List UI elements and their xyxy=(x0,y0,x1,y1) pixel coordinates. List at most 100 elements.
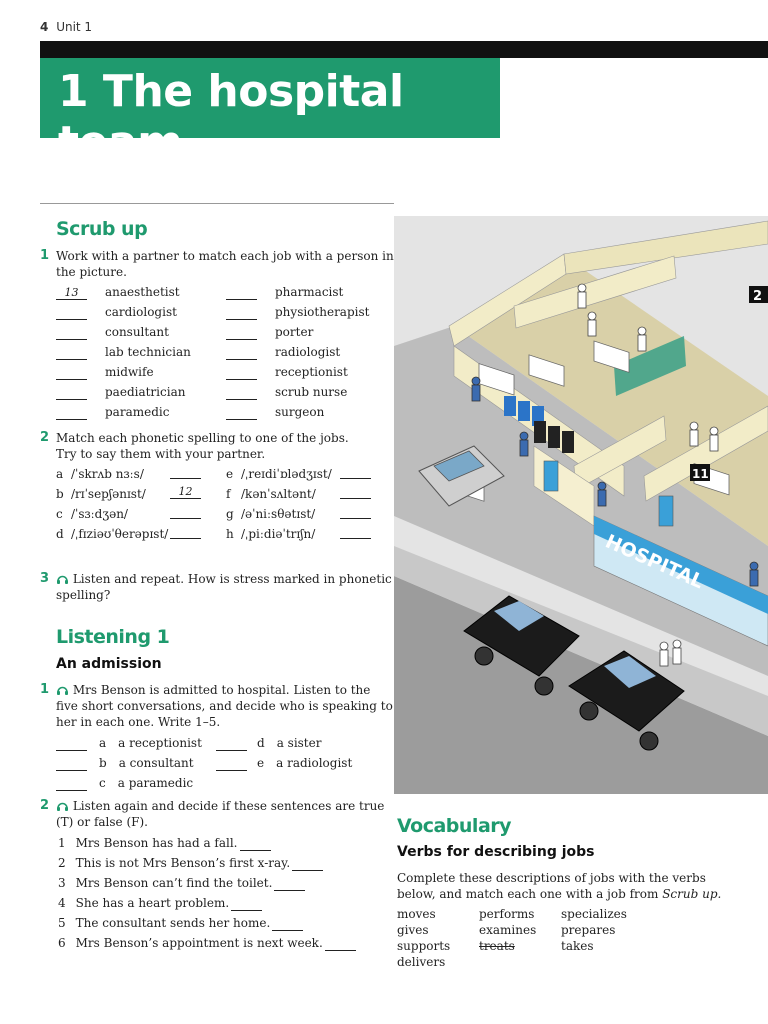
answer-blank[interactable] xyxy=(56,758,87,771)
job-row: midwife xyxy=(56,364,154,380)
phonetic-letter: g xyxy=(226,507,234,521)
item-number: 3 xyxy=(58,876,66,890)
job-row: scrub nurse xyxy=(226,384,347,400)
word: specializes xyxy=(561,907,627,921)
phonetic-text: /ˌfɪziəʊˈθerəpɪst/ xyxy=(71,527,169,541)
figure-label: 11 xyxy=(692,467,709,481)
vocabulary-instruction: Complete these descriptions of jobs with… xyxy=(397,870,721,902)
option-letter: b xyxy=(99,756,107,770)
answer-blank[interactable] xyxy=(56,778,87,791)
unit-label: Unit 1 xyxy=(56,20,93,34)
phonetic-row: d/ˌfɪziəʊˈθerəpɪst/ xyxy=(56,526,201,542)
answer-blank[interactable]: 12 xyxy=(170,486,201,499)
answer-blank[interactable] xyxy=(170,506,201,519)
answer-blank[interactable] xyxy=(292,858,324,871)
job-row: consultant xyxy=(56,324,169,340)
item-text: Mrs Benson has had a fall. xyxy=(75,836,238,850)
page-header: 4 Unit 1 xyxy=(40,20,92,34)
tf-item: 3 Mrs Benson can’t find the toilet. xyxy=(58,875,306,891)
ex1-number: 1 xyxy=(40,248,50,263)
phonetic-text: /əˈniːsθətɪst/ xyxy=(241,507,316,521)
option-letter: d xyxy=(257,736,265,750)
instruction-line: five short conversations, and decide who… xyxy=(56,699,393,713)
answer-blank[interactable] xyxy=(272,918,304,931)
vocabulary-subheading: Verbs for describing jobs xyxy=(397,844,595,860)
job-row: paediatrician xyxy=(56,384,185,400)
job-row: pharmacist xyxy=(226,284,343,300)
phonetic-letter: b xyxy=(56,487,64,501)
answer-blank[interactable] xyxy=(170,526,201,539)
answer-blank[interactable] xyxy=(340,486,371,499)
answer-blank[interactable] xyxy=(226,327,257,340)
option-letter: c xyxy=(99,776,106,790)
item-number: 1 xyxy=(58,836,66,850)
answer-blank[interactable] xyxy=(340,506,371,519)
item-number: 5 xyxy=(58,916,66,930)
phonetic-letter: c xyxy=(56,507,63,521)
audio-icon[interactable] xyxy=(56,684,69,696)
job-label: consultant xyxy=(105,325,169,339)
job-row: cardiologist xyxy=(56,304,177,320)
listening-heading: Listening 1 xyxy=(56,626,170,648)
option-letter: a xyxy=(99,736,107,750)
ex2-instruction: Match each phonetic spelling to one of t… xyxy=(56,430,349,462)
answer-blank[interactable]: 13 xyxy=(56,287,87,300)
answer-blank[interactable] xyxy=(226,347,257,360)
answer-blank[interactable] xyxy=(56,407,87,420)
audio-icon[interactable] xyxy=(56,573,69,585)
item-text: The consultant sends her home. xyxy=(75,916,271,930)
answer-blank[interactable] xyxy=(226,287,257,300)
word-crossed: treats xyxy=(479,939,515,953)
answer-blank[interactable] xyxy=(170,466,201,479)
ex2-number: 2 xyxy=(40,430,50,445)
answer-blank[interactable] xyxy=(216,758,247,771)
phonetic-text: /ˈskrʌb nɜːs/ xyxy=(71,467,144,481)
answer-blank[interactable] xyxy=(324,938,356,951)
answer-blank[interactable] xyxy=(274,878,306,891)
audio-icon[interactable] xyxy=(56,800,69,812)
option-text: a sister xyxy=(276,736,322,750)
ex1-instruction: Work with a partner to match each job wi… xyxy=(56,248,394,280)
item-text: Mrs Benson can’t find the toilet. xyxy=(75,876,273,890)
job-label: cardiologist xyxy=(105,305,177,319)
job-label: pharmacist xyxy=(275,285,344,299)
answer-blank[interactable] xyxy=(340,526,371,539)
phonetic-text: /ˌreɪdiˈɒlədʒɪst/ xyxy=(241,467,332,481)
hospital-sign xyxy=(594,516,768,614)
phonetic-row: f/kənˈsʌltənt/ xyxy=(226,486,371,502)
answer-blank[interactable] xyxy=(340,466,371,479)
answer-blank[interactable] xyxy=(231,898,263,911)
answer-blank[interactable] xyxy=(226,407,257,420)
answer-blank[interactable] xyxy=(226,307,257,320)
item-number: 4 xyxy=(58,896,66,910)
job-label: radiologist xyxy=(275,345,341,359)
answer-blank[interactable] xyxy=(56,387,87,400)
instruction-line: (T) or false (F). xyxy=(56,815,148,829)
title-banner: 1 The hospital team xyxy=(40,58,500,168)
answer-blank[interactable] xyxy=(56,307,87,320)
ex3-instruction-line: spelling? xyxy=(56,588,111,602)
word: gives xyxy=(397,923,429,937)
phonetic-letter: a xyxy=(56,467,64,481)
phonetic-text: /ˈsɜːdʒən/ xyxy=(71,507,128,521)
answer-blank[interactable] xyxy=(239,838,271,851)
answer-blank[interactable] xyxy=(56,347,87,360)
answer-blank[interactable] xyxy=(216,738,247,751)
word: prepares xyxy=(561,923,616,937)
job-label: physiotherapist xyxy=(275,305,370,319)
answer-blank[interactable] xyxy=(226,387,257,400)
job-label: receptionist xyxy=(275,365,348,379)
job-label: lab technician xyxy=(105,345,191,359)
answer-blank[interactable] xyxy=(56,367,87,380)
phonetic-text: /kənˈsʌltənt/ xyxy=(241,487,316,501)
listening-ex1-number: 1 xyxy=(40,682,50,697)
answer-blank[interactable] xyxy=(56,327,87,340)
phonetic-row: c/ˈsɜːdʒən/ xyxy=(56,506,201,522)
answer-blank[interactable] xyxy=(226,367,257,380)
top-rule xyxy=(40,41,768,58)
answer-blank[interactable] xyxy=(56,738,87,751)
word-bank-col1: moves gives supports delivers xyxy=(397,906,450,970)
